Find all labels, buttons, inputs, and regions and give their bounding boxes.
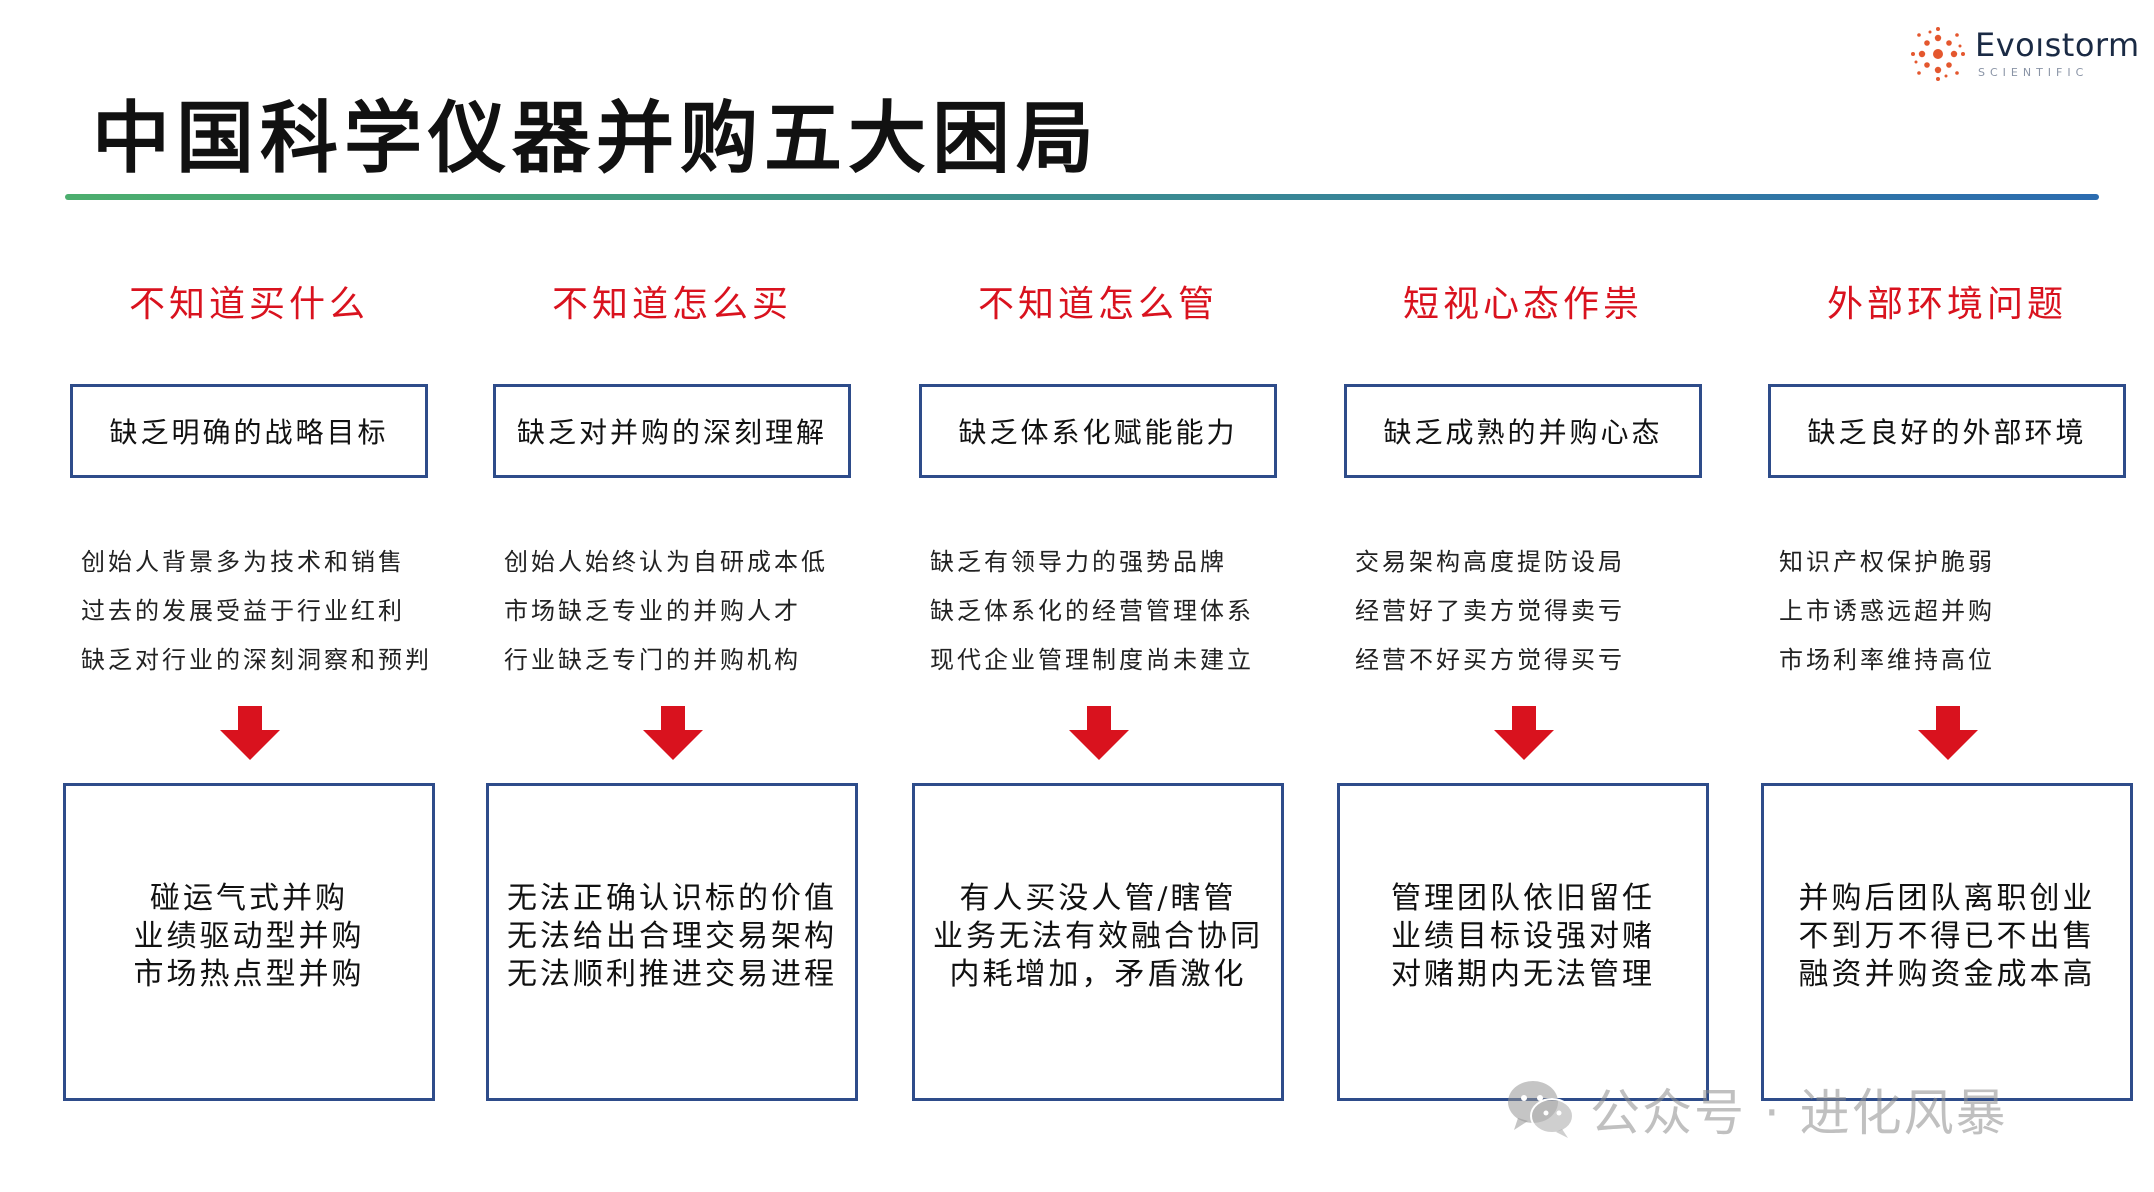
reason-item: 交易架构高度提防设局 xyxy=(1355,548,1625,576)
reason-item: 行业缺乏专门的并购机构 xyxy=(504,646,801,674)
down-arrow-icon xyxy=(1918,706,1978,760)
outcome-item: 有人买没人管/瞎管 xyxy=(959,881,1237,916)
outcome-box: 碰运气式并购业绩驱动型并购市场热点型并购 xyxy=(63,783,435,1101)
reason-item: 市场利率维持高位 xyxy=(1779,646,1995,674)
cause-box: 缺乏对并购的深刻理解 xyxy=(493,384,851,478)
cause-box: 缺乏成熟的并购心态 xyxy=(1344,384,1702,478)
reason-item: 缺乏有领导力的强势品牌 xyxy=(930,548,1227,576)
watermark-text: 公众号 · 进化风暴 xyxy=(1590,1084,2008,1142)
outcome-box: 无法正确认识标的价值无法给出合理交易架构无法顺利推进交易进程 xyxy=(486,783,858,1101)
outcome-item: 管理团队依旧留任 xyxy=(1391,881,1655,916)
outcome-item: 内耗增加，矛盾激化 xyxy=(949,957,1247,992)
reason-list: 创始人始终认为自研成本低市场缺乏专业的并购人才行业缺乏专门的并购机构 xyxy=(504,538,828,685)
down-arrow-icon xyxy=(220,706,280,760)
reason-list: 知识产权保护脆弱上市诱惑远超并购市场利率维持高位 xyxy=(1779,538,1995,685)
column-heading: 不知道买什么 xyxy=(128,284,369,325)
reason-item: 市场缺乏专业的并购人才 xyxy=(504,597,801,625)
reason-list: 缺乏有领导力的强势品牌缺乏体系化的经营管理体系现代企业管理制度尚未建立 xyxy=(930,538,1254,685)
outcome-item: 不到万不得已不出售 xyxy=(1798,919,2096,954)
outcome-box: 有人买没人管/瞎管业务无法有效融合协同内耗增加，矛盾激化 xyxy=(912,783,1284,1101)
title-divider xyxy=(65,194,2099,200)
cause-box: 缺乏良好的外部环境 xyxy=(1768,384,2126,478)
outcome-item: 业绩目标设强对赌 xyxy=(1391,919,1655,954)
reason-item: 上市诱惑远超并购 xyxy=(1779,597,1995,625)
down-arrow-icon xyxy=(1069,706,1129,760)
reason-item: 现代企业管理制度尚未建立 xyxy=(930,646,1254,674)
column-heading: 不知道怎么管 xyxy=(977,284,1218,325)
outcome-box: 管理团队依旧留任业绩目标设强对赌对赌期内无法管理 xyxy=(1337,783,1709,1101)
column-5: 外部环境问题缺乏良好的外部环境知识产权保护脆弱上市诱惑远超并购市场利率维持高位并… xyxy=(1761,0,2133,1192)
outcome-item: 无法正确认识标的价值 xyxy=(507,881,837,916)
outcome-item: 无法顺利推进交易进程 xyxy=(507,957,837,992)
reason-item: 缺乏对行业的深刻洞察和预判 xyxy=(81,646,432,674)
column-2: 不知道怎么买缺乏对并购的深刻理解创始人始终认为自研成本低市场缺乏专业的并购人才行… xyxy=(486,0,858,1192)
outcome-item: 业务无法有效融合协同 xyxy=(933,919,1263,954)
outcome-item: 业绩驱动型并购 xyxy=(133,919,365,954)
outcome-item: 无法给出合理交易架构 xyxy=(507,919,837,954)
column-3: 不知道怎么管缺乏体系化赋能能力缺乏有领导力的强势品牌缺乏体系化的经营管理体系现代… xyxy=(912,0,1284,1192)
outcome-box: 并购后团队离职创业不到万不得已不出售融资并购资金成本高 xyxy=(1761,783,2133,1101)
reason-list: 交易架构高度提防设局经营好了卖方觉得卖亏经营不好买方觉得买亏 xyxy=(1355,538,1625,685)
logo-burst-icon xyxy=(1911,27,1965,81)
outcome-item: 碰运气式并购 xyxy=(150,881,348,916)
page-title: 中国科学仪器并购五大困局 xyxy=(92,94,1101,184)
wechat-icon xyxy=(1508,1081,1574,1138)
column-heading: 外部环境问题 xyxy=(1826,284,2067,325)
cause-box: 缺乏体系化赋能能力 xyxy=(919,384,1277,478)
outcome-item: 并购后团队离职创业 xyxy=(1798,881,2096,916)
down-arrow-icon xyxy=(643,706,703,760)
watermark: 公众号 · 进化风暴 xyxy=(1506,1074,2008,1144)
outcome-item: 对赌期内无法管理 xyxy=(1391,957,1655,992)
column-1: 不知道买什么缺乏明确的战略目标创始人背景多为技术和销售过去的发展受益于行业红利缺… xyxy=(63,0,435,1192)
company-logo: Evoıstorm SCIENTIFIC xyxy=(1910,22,2140,82)
cause-box: 缺乏明确的战略目标 xyxy=(70,384,428,478)
reason-list: 创始人背景多为技术和销售过去的发展受益于行业红利缺乏对行业的深刻洞察和预判 xyxy=(81,538,432,685)
reason-item: 缺乏体系化的经营管理体系 xyxy=(930,597,1254,625)
logo-subtitle: SCIENTIFIC xyxy=(1978,66,2089,79)
column-heading: 短视心态作祟 xyxy=(1402,284,1643,325)
outcome-item: 融资并购资金成本高 xyxy=(1798,957,2096,992)
reason-item: 经营不好买方觉得买亏 xyxy=(1355,646,1625,674)
column-heading: 不知道怎么买 xyxy=(551,284,792,325)
down-arrow-icon xyxy=(1494,706,1554,760)
column-4: 短视心态作祟缺乏成熟的并购心态交易架构高度提防设局经营好了卖方觉得卖亏经营不好买… xyxy=(1337,0,1709,1192)
reason-item: 知识产权保护脆弱 xyxy=(1779,548,1995,576)
outcome-item: 市场热点型并购 xyxy=(133,957,365,992)
reason-item: 创始人始终认为自研成本低 xyxy=(504,548,828,576)
reason-item: 创始人背景多为技术和销售 xyxy=(81,548,405,576)
logo-name: Evoıstorm xyxy=(1975,26,2140,64)
reason-item: 经营好了卖方觉得卖亏 xyxy=(1355,597,1625,625)
reason-item: 过去的发展受益于行业红利 xyxy=(81,597,405,625)
